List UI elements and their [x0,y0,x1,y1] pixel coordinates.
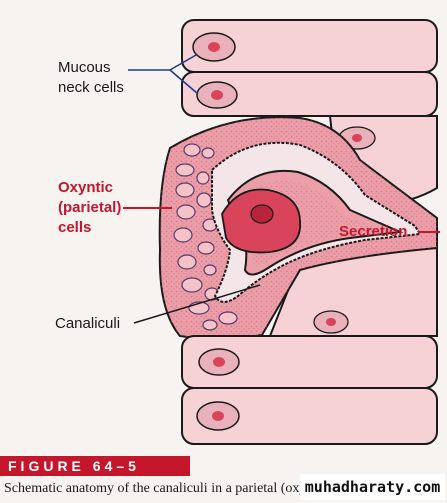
figure-label: FIGURE 64–5 [0,456,190,476]
label-oxyntic-line2: (parietal) [58,199,121,216]
mitochondria [173,143,238,331]
figure-caption: Schematic anatomy of the canaliculi in a… [4,481,304,496]
label-canaliculi: Canaliculi [55,315,120,332]
label-oxyntic-line3: cells [58,219,91,236]
mucous-cell-bottom-1 [181,335,438,389]
label-oxyntic-line1: Oxyntic [58,179,113,196]
label-mucous-neck-cells-line2: neck cells [58,79,124,96]
parietal-nucleus [221,188,301,254]
label-secretion: Secretion [339,223,407,240]
watermark: muhadharaty.com [300,474,445,500]
mucous-cell-top-2 [181,71,438,117]
mucous-cell-bottom-2 [181,387,438,445]
leader-lines [123,54,440,324]
label-mucous-neck-cells-line1: Mucous [58,59,111,76]
mucous-cell-top-1 [181,19,438,73]
